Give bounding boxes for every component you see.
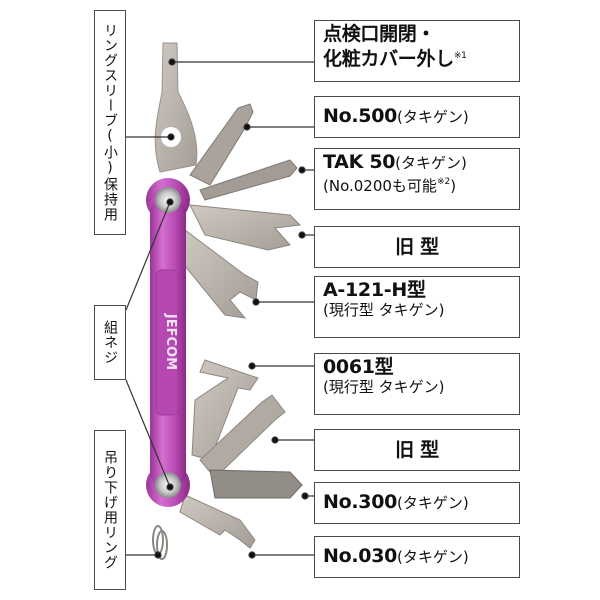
- label-main: TAK 50: [323, 151, 396, 173]
- label-main: No.500: [323, 105, 398, 127]
- label-sub: (現行型 タキゲン): [323, 301, 445, 319]
- label-main: No.030: [323, 545, 398, 567]
- label-main: 点検口開閉・: [323, 23, 436, 45]
- tkey-0061: [191, 359, 259, 461]
- key-tak50: [199, 159, 298, 201]
- label-main: No.300: [323, 491, 398, 513]
- handle: JEFCOM: [146, 178, 190, 507]
- footnote-mark: ※1: [453, 51, 467, 61]
- label-ring-sleeve-holder: リングスリーブ(小)保持用: [94, 10, 126, 235]
- label-no500: No.500(タキゲン): [314, 96, 520, 138]
- label-maker: (タキゲン): [397, 548, 469, 566]
- label-main: 0061型: [323, 356, 394, 378]
- label-no300: No.300(タキゲン): [314, 482, 520, 524]
- label-main2: 化粧カバー外し: [323, 48, 454, 70]
- label-maker: (タキゲン): [397, 494, 469, 512]
- blade-no030: [179, 494, 256, 549]
- label-maker: (タキゲン): [397, 108, 469, 126]
- leader-lines: [125, 58, 314, 559]
- label-sub: (現行型 タキゲン): [323, 378, 445, 396]
- brand-logo: JEFCOM: [163, 313, 178, 370]
- label-assembly-screw: 組ネジ: [94, 305, 126, 380]
- label-maker: (タキゲン): [395, 154, 467, 172]
- label-hanging-ring: 吊り下げ用リング: [94, 430, 126, 590]
- label-main: 旧 型: [395, 236, 439, 258]
- label-old-type-2: 旧 型: [314, 429, 520, 471]
- label-old-type-1: 旧 型: [314, 226, 520, 268]
- wrench-a121h: [179, 229, 259, 319]
- key-no300: [209, 469, 303, 499]
- label-0061: 0061型 (現行型 タキゲン): [314, 353, 520, 415]
- footnote-mark: ※2: [436, 177, 451, 187]
- label-a121h: A-121-H型 (現行型 タキゲン): [314, 276, 520, 338]
- label-sub: (No.0200も可能: [323, 177, 437, 195]
- label-main: A-121-H型: [323, 279, 426, 301]
- label-no030: No.030(タキゲン): [314, 536, 520, 578]
- label-inspection-opener: 点検口開閉・ 化粧カバー外し※1: [314, 20, 520, 82]
- wrench-old-type: [189, 204, 302, 251]
- label-tak50: TAK 50(タキゲン) (No.0200も可能※2): [314, 148, 520, 210]
- label-sub-end: ): [450, 177, 457, 195]
- key-no500: [189, 103, 254, 186]
- label-main: 旧 型: [395, 439, 439, 461]
